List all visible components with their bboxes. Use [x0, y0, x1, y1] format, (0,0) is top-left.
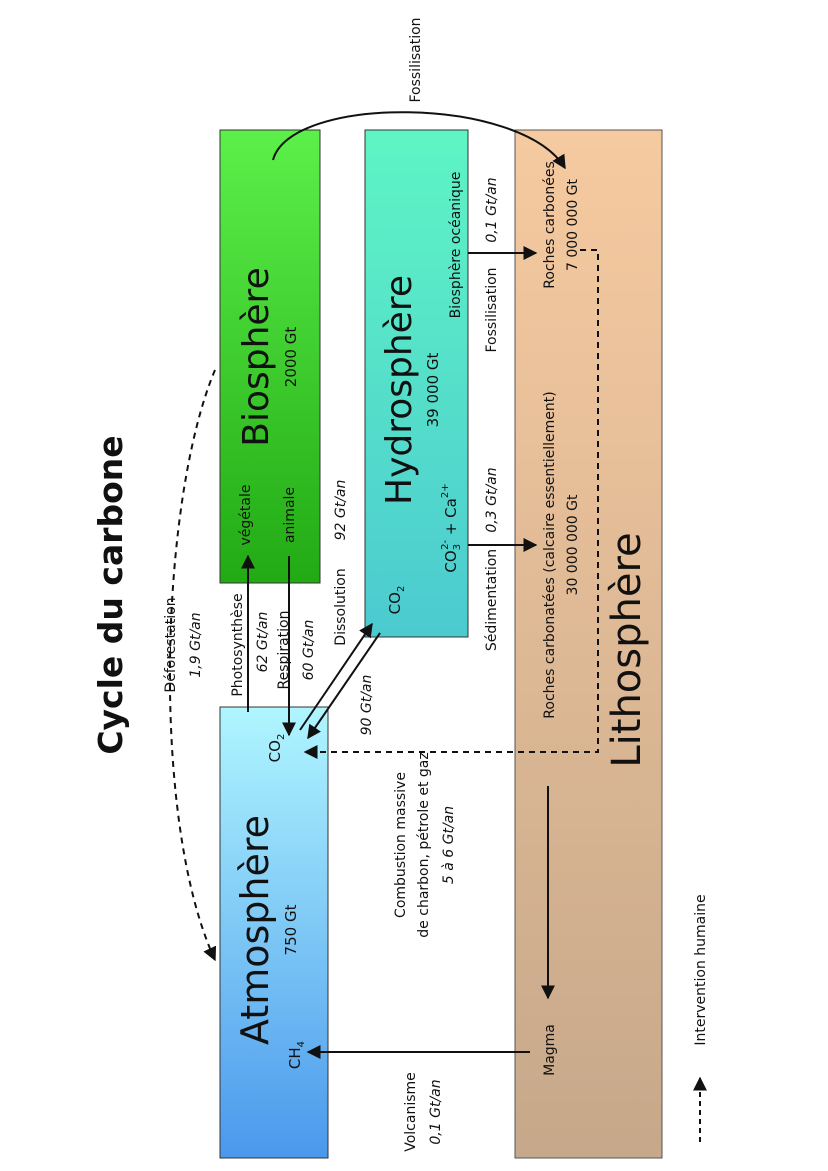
deforestation-dashed-arrow [168, 369, 217, 962]
carbonate-ions: CO32- + Ca2+ [440, 483, 463, 572]
fossilisation-bio-label: Fossilisation [408, 17, 424, 102]
legend-human-intervention: Intervention humaine [693, 894, 709, 1045]
respiration-value: 60 Gt/an [301, 620, 317, 681]
degassing-arrow [307, 632, 381, 740]
fossilisation-ocean-label: Fossilisation [484, 267, 500, 352]
atmosphere-co2: CO2 [266, 734, 287, 763]
hydrosphere-name: Hydrosphère [379, 275, 420, 505]
carbonate-rocks-amount: 30 000 000 Gt [565, 494, 581, 595]
combustion-dashed-arrow [303, 249, 599, 759]
combustion-line2: de charbon, pétrole et gaz [416, 752, 432, 937]
atmosphere-ch4: CH4 [286, 1041, 307, 1069]
combustion-line1: Combustion massive [393, 772, 409, 918]
magma-label: Magma [542, 1024, 558, 1076]
atmosphere-box [219, 706, 329, 1159]
atmosphere-amount: 750 Gt [282, 904, 300, 955]
dissolution-value: 92 Gt/an [333, 480, 349, 541]
biosphere-amount: 2000 Gt [282, 327, 300, 388]
biosphere-plant: végétale [238, 485, 254, 546]
sedimentation-label: Sédimentation [484, 549, 500, 651]
photosynthesis-value: 62 Gt/an [255, 612, 271, 673]
biosphere-animal: animale [282, 487, 298, 543]
combustion-value: 5 à 6 Gt/an [441, 806, 457, 884]
photosynthesis-label: Photosynthèse [230, 593, 246, 696]
lithosphere-name: Lithosphère [604, 532, 650, 767]
sedimentation-value: 0,3 Gt/an [484, 467, 500, 532]
ocean-biosphere-label: Biosphère océanique [448, 172, 464, 319]
fossilisation-ocean-value: 0,1 Gt/an [484, 177, 500, 242]
biosphere-name: Biosphère [236, 267, 277, 446]
diagram-title: Cycle du carbone [91, 435, 130, 754]
carbon-rocks-amount: 7 000 000 Gt [565, 178, 581, 271]
dissolution-label: Dissolution [333, 568, 349, 645]
carbon-rocks-label: Roches carbonées [542, 161, 558, 288]
deforestation-label: Déforestation [163, 597, 179, 692]
dissolution-arrow [299, 622, 373, 731]
biosphere-box [219, 129, 321, 584]
hydrosphere-co2: CO2 [386, 586, 407, 615]
atmosphere-name: Atmosphère [233, 815, 277, 1045]
fossilisation-bio-arrow [272, 111, 566, 170]
deforestation-value: 1,9 Gt/an [188, 612, 204, 677]
respiration-label: Respiration [276, 611, 292, 690]
volcanism-label: Volcanisme [403, 1072, 419, 1152]
carbonate-rocks-label: Roches carbonatées (calcaire essentielle… [542, 391, 558, 718]
degassing-value: 90 Gt/an [359, 675, 375, 736]
hydrosphere-box [364, 129, 469, 638]
hydrosphere-amount: 39 000 Gt [424, 353, 442, 428]
volcanism-value: 0,1 Gt/an [428, 1079, 444, 1144]
lithosphere-box [514, 129, 663, 1159]
